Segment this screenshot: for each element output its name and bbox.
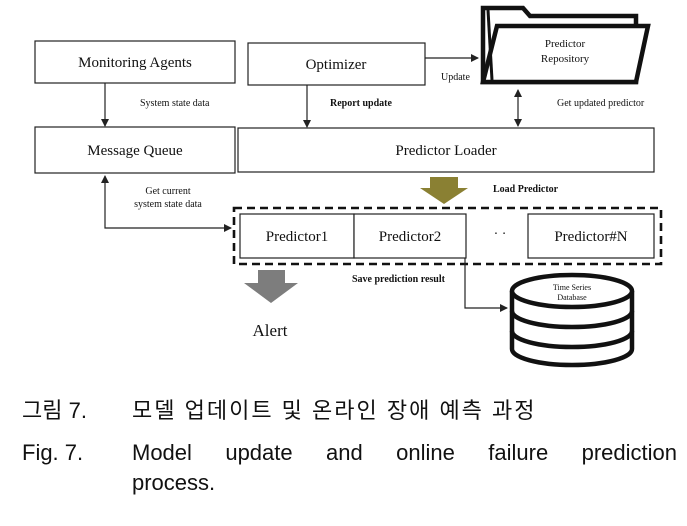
predictor-loader-label: Predictor Loader — [395, 143, 496, 159]
predictor-repository-label-line2: Repository — [541, 53, 590, 65]
get-current-label-line2: system state data — [134, 199, 202, 210]
edge-predictors-to-database — [464, 258, 508, 312]
caption-english-row2: process. — [22, 468, 677, 498]
message-queue-node: Message Queue — [34, 126, 236, 174]
optimizer-node: Optimizer — [247, 42, 426, 86]
caption-english-text-line1: Model update and online failure predicti… — [132, 440, 677, 465]
load-predictor-label: Load Predictor — [493, 184, 559, 195]
optimizer-label: Optimizer — [306, 57, 367, 73]
update-label: Update — [441, 72, 470, 83]
caption-english-row: Fig. 7. Model update and online failure … — [22, 438, 677, 468]
get-current-label-line1: Get current — [145, 186, 190, 197]
message-queue-label: Message Queue — [87, 143, 183, 159]
predictor2-label: Predictor2 — [379, 229, 441, 245]
predictor-repository-label-line1: Predictor — [545, 38, 586, 50]
caption-korean-row: 그림 7. 모델 업데이트 및 온라인 장애 예측 과정 — [22, 396, 677, 426]
caption-english-text-line2: process. — [132, 470, 216, 495]
predictor2-node: Predictor2 — [353, 213, 467, 259]
figure-caption: 그림 7. 모델 업데이트 및 온라인 장애 예측 과정 Fig. 7. Mod… — [22, 396, 677, 498]
monitoring-agents-label: Monitoring Agents — [78, 55, 192, 71]
predictor-repository-node: Predictor Repository — [480, 5, 651, 85]
predictor-loader-node: Predictor Loader — [237, 127, 655, 173]
caption-korean-text: 모델 업데이트 및 온라인 장애 예측 과정 — [132, 398, 537, 423]
caption-korean-number: 그림 7. — [22, 398, 87, 423]
database-label-line2: Database — [557, 293, 587, 302]
alert-arrow — [244, 270, 298, 303]
alert-label: Alert — [253, 321, 288, 340]
predictors-ellipsis: · · — [494, 227, 507, 242]
time-series-database-node: Time Series Database — [509, 272, 635, 368]
system-state-data-label: System state data — [140, 98, 210, 109]
predictors-group — [232, 206, 663, 266]
predictor1-node: Predictor1 — [239, 213, 355, 259]
load-predictor-arrow — [420, 177, 468, 204]
predictorN-node: Predictor#N — [527, 213, 655, 259]
predictorN-label: Predictor#N — [554, 229, 627, 245]
architecture-diagram: Monitoring Agents Optimizer Predictor Re… — [34, 5, 663, 368]
get-updated-predictor-label: Get updated predictor — [557, 98, 645, 109]
caption-english-number: Fig. 7. — [22, 440, 84, 465]
predictor1-label: Predictor1 — [266, 229, 328, 245]
edge-queue-to-predictors — [101, 175, 232, 232]
report-update-label: Report update — [330, 98, 393, 109]
save-prediction-result-label: Save prediction result — [352, 274, 446, 285]
monitoring-agents-node: Monitoring Agents — [34, 40, 236, 84]
database-label-line1: Time Series — [553, 283, 591, 292]
